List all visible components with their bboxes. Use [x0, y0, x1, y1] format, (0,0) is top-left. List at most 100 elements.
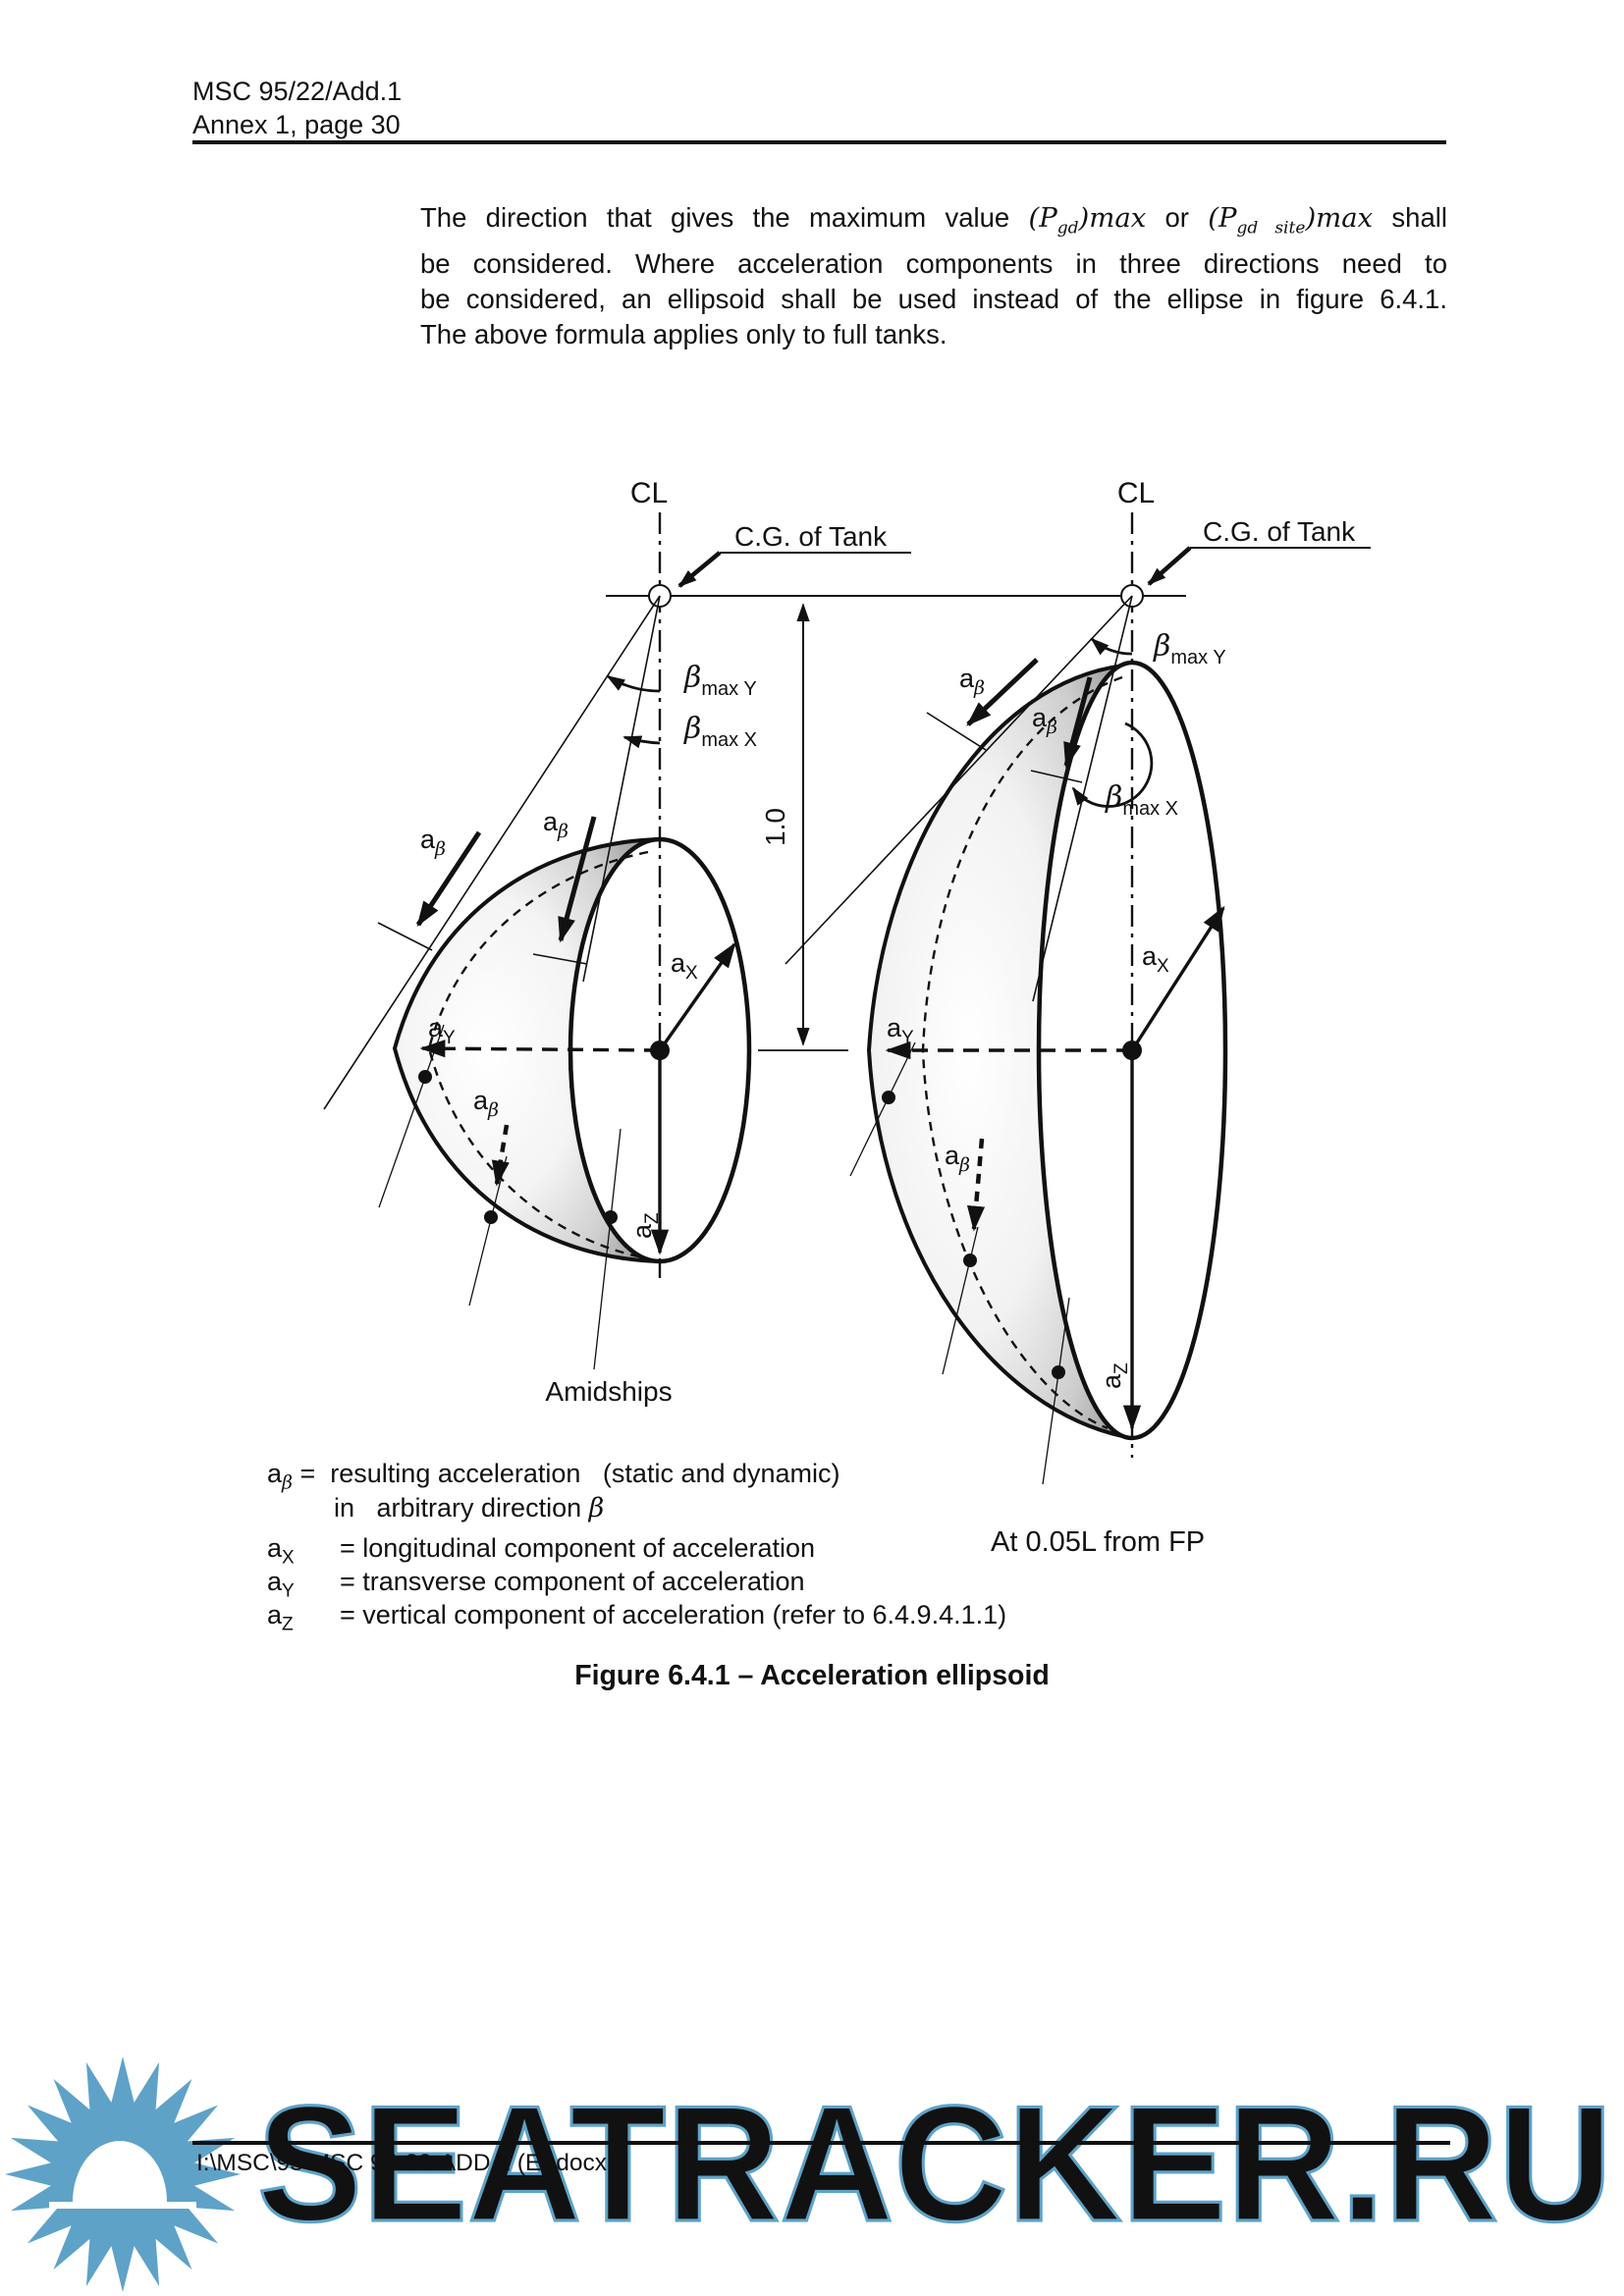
beta-subscript: max Y	[701, 678, 756, 700]
left-ay-arrow	[419, 1040, 661, 1058]
beta-symbol: β	[1105, 780, 1122, 815]
paragraph-line-1: The direction that gives the maximum val…	[420, 200, 1447, 246]
a-symbol: a	[1097, 1373, 1126, 1389]
legend-symbol-abeta: aβ	[267, 1459, 293, 1493]
right-az-label: aZ	[1097, 1362, 1132, 1389]
left-az-label: aZ	[627, 1212, 663, 1239]
x-subscript: X	[685, 963, 698, 984]
legend-row-abeta: aβ = resulting acceleration (static and …	[267, 1459, 840, 1493]
left-beta-max-y-arc	[606, 674, 661, 693]
left-beta-max-x-label: βmax X	[683, 712, 757, 751]
beta-subscript: max X	[701, 729, 757, 751]
right-abeta-label-3: aβ	[945, 1141, 970, 1176]
a-symbol: a	[473, 1086, 489, 1115]
right-ax-arrow	[1130, 905, 1225, 1051]
right-cl-label: CL	[1117, 477, 1155, 509]
sun-horizon-line	[49, 2202, 196, 2209]
footer-rule	[192, 2141, 1450, 2145]
left-leader-1	[378, 1024, 445, 1208]
a-symbol: a	[945, 1141, 960, 1170]
right-leader-3	[1042, 1297, 1070, 1485]
y-subscript: Y	[443, 1028, 456, 1048]
right-abeta-label-1: aβ	[959, 664, 985, 699]
left-abeta-label-3: aβ	[473, 1086, 499, 1121]
at-005l-label: At 0.05L from FP	[991, 1526, 1205, 1558]
y-subscript: Y	[282, 1580, 295, 1602]
left-tangent-inner	[582, 595, 661, 983]
beta-symbol: β	[683, 661, 701, 695]
paragraph-text: shall	[1373, 202, 1447, 233]
legend-row-az: aZ= vertical component of acceleration (…	[267, 1600, 1006, 1635]
math-pgd-max: (Pgd)max	[1028, 202, 1147, 239]
left-tangent-outer	[323, 595, 661, 1110]
beta-symbol: β	[683, 712, 701, 746]
header-doc-number: MSC 95/22/Add.1	[192, 77, 403, 106]
right-beta-max-x-label: βmax X	[1105, 780, 1178, 820]
left-beta-max-y-label: βmax Y	[683, 661, 757, 700]
left-abeta-tick-2	[532, 953, 588, 965]
right-abeta-arrow-1	[966, 658, 1039, 726]
beta-subscript: β	[557, 821, 568, 842]
right-ay-label: aY	[887, 1013, 914, 1048]
math-open: (P	[1028, 202, 1057, 234]
right-center-dot	[1122, 1041, 1142, 1060]
left-surface-dot-2	[484, 1210, 498, 1224]
legend-symbol-ay: aY	[267, 1567, 340, 1602]
beta-symbol: β	[1153, 629, 1170, 664]
right-leader-1	[849, 1041, 916, 1177]
legend-row-direction: in arbitrary direction β	[334, 1493, 604, 1523]
paragraph-text: or	[1146, 202, 1209, 233]
legend-text: = longitudinal component of acceleration	[340, 1533, 816, 1563]
dimension-label: 1.0	[760, 808, 790, 846]
left-cg-leader-arrow	[677, 551, 722, 588]
left-surface-dot-1	[418, 1070, 432, 1084]
beta-subscript: max X	[1122, 798, 1178, 820]
beta-symbol: β	[588, 1493, 605, 1523]
math-subscript: gd	[1056, 218, 1079, 239]
legend-symbol-az: aZ	[267, 1600, 340, 1635]
math-close: )max	[1078, 202, 1147, 234]
math-subscript: gd site	[1236, 218, 1306, 239]
a-symbol: a	[428, 1013, 444, 1042]
legend-text: = vertical component of acceleration (re…	[340, 1600, 1007, 1629]
right-leader-2	[942, 1226, 979, 1375]
y-subscript: Y	[901, 1028, 914, 1048]
beta-subscript: max Y	[1170, 647, 1225, 668]
right-abeta-dashed-arrow	[966, 1138, 986, 1232]
right-surface-dot-3	[1052, 1365, 1065, 1379]
legend-text: = transverse component of acceleration	[340, 1567, 805, 1596]
x-subscript: X	[282, 1547, 295, 1569]
watermark: SEATRACKER.RU	[5, 2056, 1614, 2292]
left-abeta-arrow-2	[558, 816, 597, 943]
z-subscript: Z	[642, 1212, 663, 1224]
right-surface-dot-2	[963, 1254, 977, 1267]
left-ay-label: aY	[428, 1013, 456, 1048]
beta-subscript: β	[487, 1099, 499, 1121]
beta-subscript: β	[958, 1154, 970, 1176]
right-tangent-outer	[785, 595, 1133, 965]
beta-subscript: β	[973, 677, 985, 699]
beta-subscript: β	[434, 838, 446, 860]
legend-row-ax: aX = longitudinal component of accelerati…	[267, 1533, 815, 1569]
left-abeta-label-2: aβ	[543, 807, 568, 842]
watermark-text: SEATRACKER.RU	[257, 2071, 1612, 2256]
amidships-label: Amidships	[545, 1376, 672, 1407]
paragraph-line-2: be considered. Where acceleration compon…	[420, 247, 1447, 279]
body-paragraph: The direction that gives the maximum val…	[420, 200, 1447, 352]
a-symbol: a	[267, 1600, 283, 1629]
a-symbol: a	[1142, 941, 1158, 971]
legend-text: in arbitrary direction	[334, 1493, 589, 1522]
left-leader-3	[593, 1128, 622, 1370]
z-subscript: Z	[1111, 1362, 1132, 1374]
left-ax-arrow	[658, 941, 736, 1051]
left-abeta-tick-1	[377, 922, 433, 951]
footer-file-path: I:\MSC\95\MSC 95-22-ADD.1 (E).docx	[196, 2150, 607, 2176]
a-symbol: a	[267, 1459, 283, 1488]
right-beta-max-x-arc	[1071, 721, 1154, 808]
a-symbol: a	[267, 1533, 283, 1563]
math-pgd-site-max: (Pgd site)max	[1208, 202, 1373, 239]
header-annex-page: Annex 1, page 30	[192, 110, 401, 139]
left-surface-dot-3	[604, 1210, 618, 1224]
right-cg-label: C.G. of Tank	[1203, 516, 1356, 547]
